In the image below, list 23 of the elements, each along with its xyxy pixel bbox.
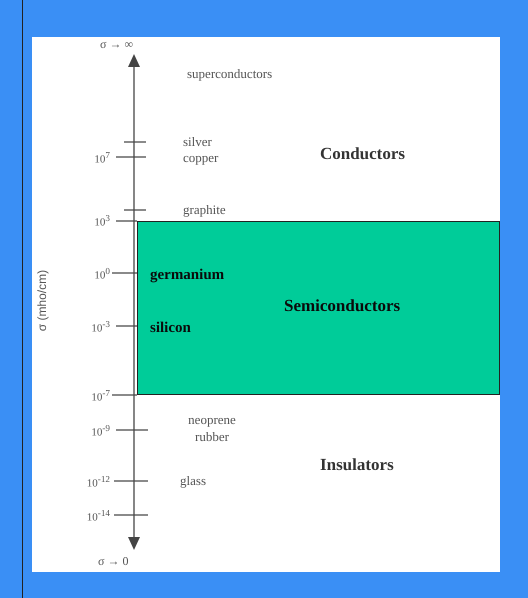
tick-label: 10$^{-12}$ [86,474,110,490]
material-label: silver [183,135,212,150]
material-label: glass [180,474,206,488]
tick-label: 10$^{0}$ [93,266,110,282]
material-label: silicon [150,320,191,336]
axis-title: σ (mho/cm) [36,269,49,331]
material-label: superconductors [187,67,272,82]
axis-end-label: σ → ∞ [100,38,134,52]
region-label: Semiconductors [284,297,400,316]
tick-label: 10$^{-7}$ [90,388,110,404]
tick-label: 10$^{-9}$ [90,423,110,439]
semiconductor-region [137,221,500,395]
material-label: neoprene rubber [187,411,237,445]
material-label: graphite [183,203,226,218]
tick-label: 10$^{-14}$ [86,508,110,524]
axis-end-label: σ → 0 [98,555,128,568]
region-label: Conductors [320,145,406,164]
material-label: copper [183,151,218,166]
material-label: germanium [150,267,224,284]
region-label: Insulators [320,456,394,475]
tick-label: 10$^{7}$ [93,150,110,166]
tick-label: 10$^{3}$ [93,213,110,229]
tick-label: 10$^{-3}$ [90,319,110,335]
